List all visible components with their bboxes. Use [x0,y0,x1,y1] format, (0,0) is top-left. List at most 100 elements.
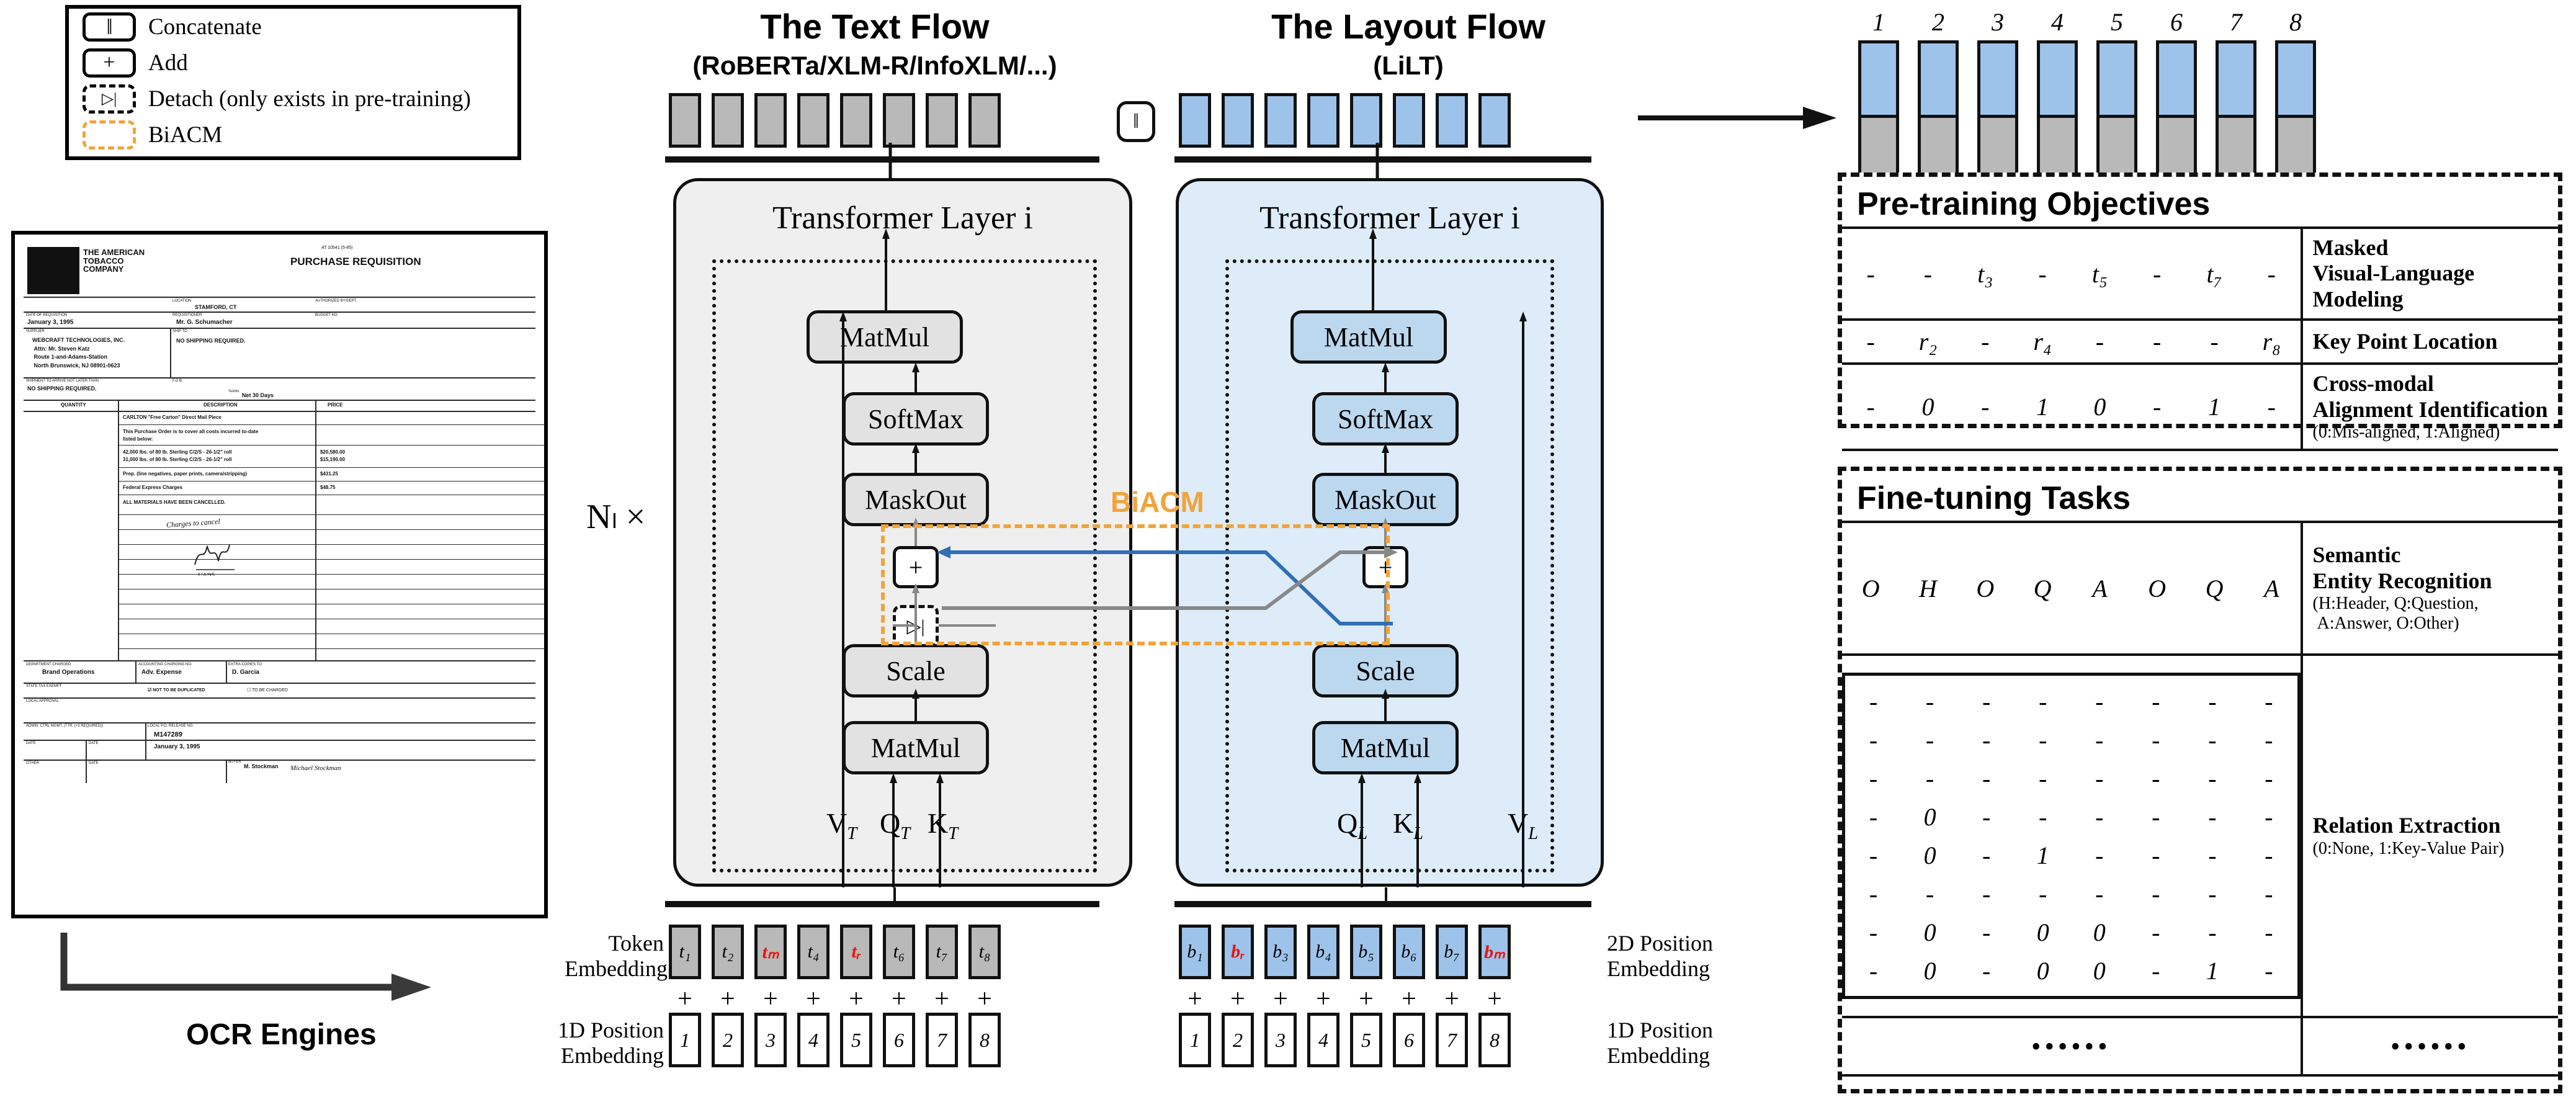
matrix-cell: - [1869,841,1878,869]
table-cell: - [1866,393,1875,421]
text-output-token-strip [669,93,1001,148]
token-cell [1393,93,1425,148]
field-label: ACCOUNTING CHARGING NO. [138,663,192,666]
concatenate-node-glyph: ‖ [1133,110,1139,133]
embedding-cell: t₆ [883,925,915,979]
field-label: REQUISITIONER [172,313,202,317]
add-symbol: + [806,985,821,1013]
rlabel-ser-note: (H:Header, Q:Question, A:Answer, O:Other… [2312,594,2479,634]
divider [24,311,535,313]
divider [118,467,544,468]
table-header: PRICE [328,402,343,408]
legend-label-add: Add [148,50,188,76]
divider [118,648,544,649]
output-bar-top [1918,40,1959,115]
embedding-cell: b₇ [1436,925,1468,979]
output-bar-index: 7 [2230,8,2242,36]
text-embed-bar [665,901,1099,907]
token-cell [1222,93,1254,148]
table-cell: t₃ [1977,259,1993,288]
layout-embed-stem [1385,887,1387,902]
position-cell: 2 [1222,1013,1254,1067]
table-cell: r₂ [1918,328,1938,356]
divider [24,760,535,761]
divider [86,740,87,760]
matrix-cell: - [2152,725,2160,754]
field-value: NO SHIPPING REQUIRED. [176,338,246,344]
token-cell [926,93,958,148]
output-bar-top [2037,40,2078,115]
output-bar: 7 [2216,7,2256,189]
field-value: Net 30 Days [242,392,274,398]
table-cell: 42,000 lbs. of 80 lb. Sterling C/2/S - 2… [123,449,232,463]
token-cell [1264,93,1297,148]
rlabel-kpl: Key Point Location [2312,328,2498,354]
divider [118,544,544,545]
matrix-cell: - [2039,879,2047,908]
add-icon: + [83,48,136,78]
matrix-cell: - [2152,841,2160,869]
table-cell: - [1923,259,1933,288]
position-cell: 1 [669,1013,701,1067]
re-label: Relation Extraction(0:None, 1:Key-Value … [2300,653,2558,1018]
add-symbol: + [892,985,906,1013]
position-cell: 6 [1393,1013,1425,1067]
field-label: EXTRA COPIES TO: [228,663,263,666]
table-cell: r₄ [2033,328,2052,356]
biacm-cross-links [937,546,1398,625]
position-cell: 6 [883,1013,915,1067]
embedding-cell: t₄ [797,925,830,979]
field-value: STAMFORD, CT [195,304,237,310]
text-output-bar [665,156,1099,163]
table-cell: 1 [2036,393,2049,421]
handwriting-note: Charges to cancel [166,516,221,530]
text-input-k: KT [928,807,959,844]
output-bar: 4 [2037,7,2078,189]
output-bar-index: 2 [1932,8,1944,36]
divider [24,377,535,379]
matrix-cell: 0 [1923,918,1936,946]
field-label: LOCATION [172,299,192,303]
matrix-cell: - [1982,802,1991,831]
legend-item-detach: ▷| Detach (only exists in pre-training) [83,81,517,117]
table-cell: - [2153,393,2162,421]
matrix-cell: - [2208,764,2217,792]
table-cell: $20,580.00$15,190.00 [320,449,346,463]
table-cell: t₇ [2206,259,2222,288]
add-symbol: + [1273,985,1288,1013]
field-label: DATE [26,742,36,745]
matrix-cell: 1 [2206,956,2219,985]
field-label: SHIP TO [172,329,187,333]
field-value: Brand Operations [42,669,95,676]
matrix-row: -------- [1845,759,2297,797]
token-cell [883,93,915,148]
layout-panel-title-text: Transformer Layer i [1259,200,1520,236]
field-label: TERMS [228,390,239,393]
text-op-matmul-bottom-label: MatMul [870,732,961,763]
matrix-cell: - [2208,802,2217,831]
layout-op-matmul-top-label: MatMul [1323,321,1414,352]
add-symbol: + [1316,985,1331,1013]
text-op-maskout-label: MaskOut [865,484,967,515]
add-symbol: + [977,985,992,1013]
embedding-cell: t₈ [968,925,1001,979]
matrix-row: -0------ [1845,797,2297,836]
position-cell: 2 [712,1013,744,1067]
re-matrix-cell: -------------------------0-------0-1----… [1842,653,2302,1018]
matrix-cell: - [1982,725,1991,754]
add-symbol: + [849,985,864,1013]
matrix-cell: - [2095,687,2104,715]
matrix-cell: - [2152,764,2160,792]
layout-op-maskout-label: MaskOut [1335,484,1436,515]
field-label: DEPARTMENT CHARGED [26,663,71,666]
embedding-cell: t₇ [926,925,958,979]
